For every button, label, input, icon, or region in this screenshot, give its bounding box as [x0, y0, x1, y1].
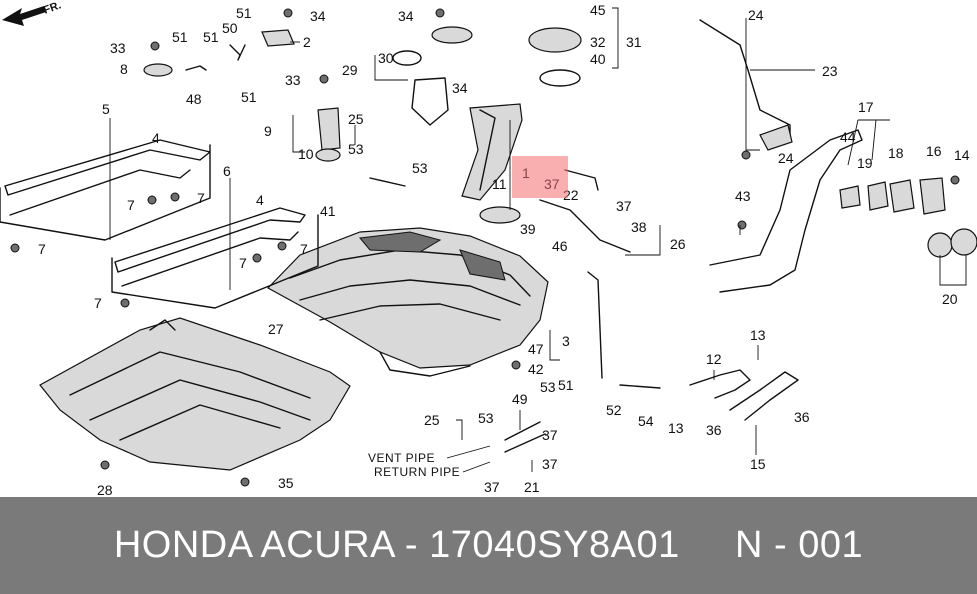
callout-40: 40 — [590, 51, 606, 67]
callout-7-b: 7 — [197, 190, 205, 206]
callout-14: 14 — [954, 147, 970, 163]
callout-6: 6 — [223, 163, 231, 179]
callout-29: 29 — [342, 62, 358, 78]
vent-pipe-label: VENT PIPE — [368, 451, 435, 465]
callout-42: 42 — [528, 361, 544, 377]
callout-41: 41 — [320, 203, 336, 219]
callout-43: 43 — [735, 188, 751, 204]
callout-51-a: 51 — [236, 5, 252, 21]
callout-37-c: 37 — [542, 456, 558, 472]
callout-16: 16 — [926, 143, 942, 159]
callout-34-a: 34 — [310, 8, 326, 24]
callout-11: 11 — [492, 176, 507, 192]
callout-54: 54 — [638, 413, 654, 429]
fuel-pump-assembly — [143, 26, 582, 224]
callout-53-d: 53 — [540, 379, 556, 395]
callout-7-d: 7 — [239, 255, 247, 271]
callout-52: 52 — [606, 402, 622, 418]
callout-35: 35 — [278, 475, 294, 491]
callout-36-a: 36 — [706, 422, 722, 438]
callout-7-f: 7 — [94, 295, 102, 311]
callout-48: 48 — [186, 91, 202, 107]
callout-4-a: 4 — [152, 130, 160, 146]
callout-36-b: 36 — [794, 409, 810, 425]
callout-30: 30 — [378, 50, 394, 66]
callout-44: 44 — [840, 129, 856, 145]
callout-19: 19 — [857, 155, 873, 171]
callout-12: 12 — [706, 351, 722, 367]
callout-37-e: 37 — [542, 427, 558, 443]
callout-13-a: 13 — [750, 327, 766, 343]
front-arrow-icon — [2, 6, 46, 26]
part-number-footer: HONDA ACURA - 17040SY8A01 N - 001 — [0, 497, 977, 594]
callout-numbers: 45 34 1 2 3 4 4 5 6 7 7 7 7 7 7 8 9 10 1… — [38, 2, 970, 497]
callout-24-a: 24 — [748, 7, 764, 23]
callout-53-a: 53 — [348, 141, 364, 157]
callout-34-b: 34 — [398, 8, 414, 24]
callout-25-a: 25 — [348, 111, 364, 127]
hoses-and-filler — [185, 19, 977, 453]
callout-53-b: 53 — [412, 160, 428, 176]
parts-diagram-drawing: 45 34 1 2 3 4 4 5 6 7 7 7 7 7 7 8 9 10 1… — [0, 2, 977, 497]
pipe-annotations: VENT PIPE RETURN PIPE — [368, 445, 491, 479]
return-pipe-label: RETURN PIPE — [374, 465, 460, 479]
callout-49: 49 — [512, 391, 528, 407]
callout-4-b: 4 — [256, 192, 264, 208]
highlighted-part-marker — [512, 156, 568, 198]
callout-2: 2 — [303, 34, 311, 50]
callout-15: 15 — [750, 456, 766, 472]
callout-3: 3 — [562, 333, 570, 349]
callout-45: 45 — [590, 2, 606, 18]
callout-18: 18 — [888, 145, 904, 161]
callout-7-c: 7 — [38, 241, 46, 257]
callout-51-b: 51 — [172, 29, 188, 45]
parts-diagram: 45 34 1 2 3 4 4 5 6 7 7 7 7 7 7 8 9 10 1… — [0, 0, 977, 497]
callout-51-d: 51 — [241, 89, 257, 105]
callout-39: 39 — [520, 221, 536, 237]
callout-46: 46 — [552, 238, 568, 254]
callout-17: 17 — [858, 99, 874, 115]
callout-38: 38 — [631, 219, 647, 235]
callout-27: 27 — [268, 321, 284, 337]
callout-23: 23 — [822, 63, 838, 79]
callout-32: 32 — [590, 34, 606, 50]
callout-24-b: 24 — [778, 150, 794, 166]
callout-8: 8 — [120, 61, 128, 77]
callout-7-a: 7 — [127, 197, 135, 213]
callout-50: 50 — [222, 20, 238, 36]
front-direction-marker: FR. — [2, 0, 63, 26]
callout-13-b: 13 — [668, 420, 684, 436]
callout-37-b: 37 — [616, 198, 632, 214]
callout-37-d: 37 — [484, 479, 500, 495]
callout-31: 31 — [626, 34, 642, 50]
callout-51-c: 51 — [203, 29, 219, 45]
front-marker-label: FR. — [42, 0, 63, 17]
callout-26: 26 — [670, 236, 686, 252]
callout-51-e: 51 — [558, 377, 574, 393]
callout-21: 21 — [524, 479, 540, 495]
tank-undercover — [39, 317, 351, 471]
callout-47: 47 — [528, 341, 544, 357]
fuel-tank — [267, 227, 549, 377]
callout-5: 5 — [102, 101, 110, 117]
leader-lines — [109, 7, 967, 472]
callout-25-b: 25 — [424, 412, 440, 428]
callout-9: 9 — [264, 123, 272, 139]
callout-7-e: 7 — [300, 241, 308, 257]
callout-20: 20 — [942, 291, 958, 307]
callout-33-b: 33 — [285, 72, 301, 88]
callout-28: 28 — [97, 482, 113, 497]
fasteners — [10, 8, 960, 487]
callout-10: 10 — [298, 146, 314, 162]
callout-34-c: 34 — [452, 80, 468, 96]
part-number-caption: HONDA ACURA - 17040SY8A01 N - 001 — [113, 524, 864, 566]
callout-53-c: 53 — [478, 410, 494, 426]
callout-33-a: 33 — [110, 40, 126, 56]
tank-straps — [0, 139, 319, 309]
